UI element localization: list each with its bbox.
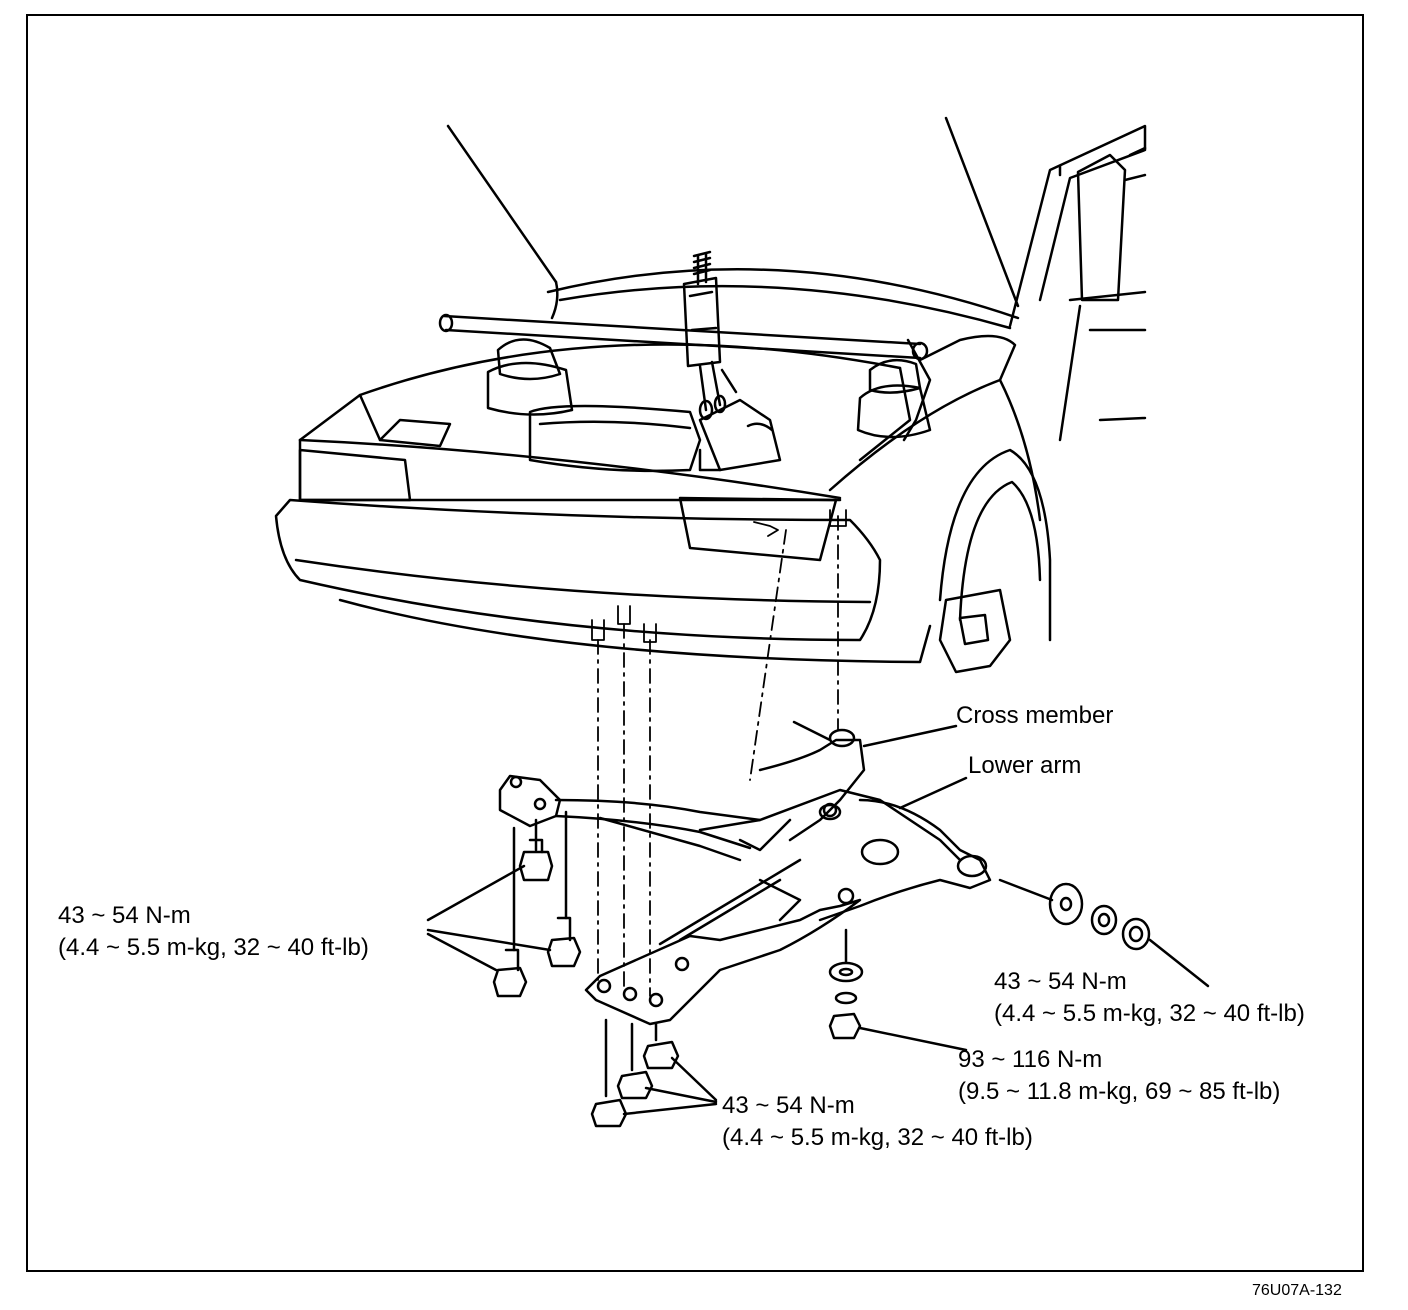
hood-support-line-left xyxy=(446,124,558,284)
windshield-frame xyxy=(1008,124,1147,328)
torque-left-line2: (4.4 ~ 5.5 m-kg, 32 ~ 40 ft-lb) xyxy=(58,934,369,961)
right-strut-tower xyxy=(856,384,932,439)
torque-right-line2: (4.4 ~ 5.5 m-kg, 32 ~ 40 ft-lb) xyxy=(994,1000,1305,1027)
torque-bottom-line1: 43 ~ 54 N-m xyxy=(722,1092,855,1119)
vehicle-front-body xyxy=(274,116,1147,674)
front-fender xyxy=(828,334,1017,492)
torque-center-line1: 93 ~ 116 N-m xyxy=(958,1046,1103,1073)
engine-support-tool xyxy=(438,250,932,442)
fasteners xyxy=(426,724,1210,1128)
right-washer-small xyxy=(1090,904,1118,936)
right-washer-large xyxy=(1048,882,1084,926)
lower-arm-label: Lower arm xyxy=(968,752,1082,779)
rear-mount xyxy=(758,738,866,842)
firewall-edge xyxy=(546,268,1020,320)
bottom-nut-1 xyxy=(590,1098,628,1128)
side-window xyxy=(1076,153,1127,302)
hood-support-line-right xyxy=(944,116,1020,308)
door-line xyxy=(1068,290,1147,302)
left-bolt-2 xyxy=(546,916,582,968)
alignment-lines xyxy=(597,515,839,997)
left-bolt-1 xyxy=(518,838,554,882)
hanger-body xyxy=(682,276,722,368)
battery xyxy=(528,404,702,473)
headlamp-right xyxy=(678,496,838,562)
right-nut xyxy=(1121,917,1151,951)
center-washer xyxy=(828,961,864,983)
bumper-lower xyxy=(338,598,932,664)
main-beam xyxy=(554,788,962,862)
front-bumper xyxy=(274,498,882,642)
left-bolt-3 xyxy=(492,948,528,998)
cross-member-assembly xyxy=(498,720,992,1026)
bottom-nut-3 xyxy=(642,1040,680,1070)
front-mount-pad xyxy=(584,898,862,1026)
support-bar xyxy=(442,314,922,360)
torque-right-line1: 43 ~ 54 N-m xyxy=(994,968,1127,995)
lower-arm xyxy=(818,798,992,922)
front-face-top xyxy=(298,343,902,442)
center-nut xyxy=(828,1012,862,1040)
bottom-nut-2 xyxy=(616,1070,654,1100)
front-face xyxy=(298,438,842,502)
wheel-arch xyxy=(938,448,1052,642)
torque-center-line2: (9.5 ~ 11.8 m-kg, 69 ~ 85 ft-lb) xyxy=(958,1078,1281,1105)
hub-bracket xyxy=(938,588,1012,674)
figure-code: 76U07A-132 xyxy=(1252,1282,1342,1299)
left-strut-tower xyxy=(486,361,574,416)
cross-member-label: Cross member xyxy=(956,702,1114,729)
torque-left-line1: 43 ~ 54 N-m xyxy=(58,902,191,929)
torque-bottom-line2: (4.4 ~ 5.5 m-kg, 32 ~ 40 ft-lb) xyxy=(722,1124,1033,1151)
figure-border xyxy=(26,14,1364,1272)
headlamp-left xyxy=(298,448,412,502)
left-mount-pad xyxy=(498,774,562,828)
